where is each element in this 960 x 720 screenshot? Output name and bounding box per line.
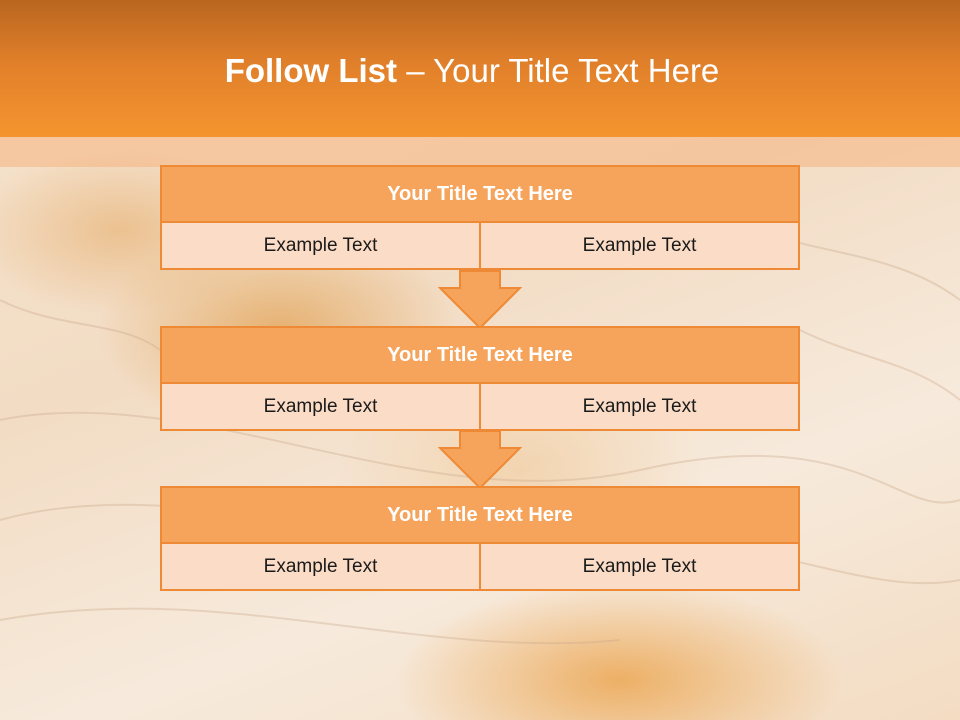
block-row: Example Text Example Text [160,221,800,270]
block-cell-left: Example Text [160,382,481,431]
slide-title-bold: Follow List [224,52,398,89]
block-cell-left: Example Text [160,221,481,270]
arrow-down-icon [438,270,522,330]
slide-title: Follow List – Your Title Text Here [0,52,944,90]
flow-block: Your Title Text Here Example Text Exampl… [160,326,800,431]
block-row: Example Text Example Text [160,542,800,591]
block-row: Example Text Example Text [160,382,800,431]
header-band [0,0,960,137]
block-cell-right: Example Text [479,542,800,591]
arrow-down-icon [438,430,522,490]
block-cell-left: Example Text [160,542,481,591]
block-title: Your Title Text Here [160,165,800,223]
slide-title-rest: – Your Title Text Here [397,52,720,89]
flow-block: Your Title Text Here Example Text Exampl… [160,486,800,591]
block-cell-right: Example Text [479,382,800,431]
block-cell-right: Example Text [479,221,800,270]
header-subband [0,137,960,167]
block-title: Your Title Text Here [160,486,800,544]
block-title: Your Title Text Here [160,326,800,384]
flow-block: Your Title Text Here Example Text Exampl… [160,165,800,270]
